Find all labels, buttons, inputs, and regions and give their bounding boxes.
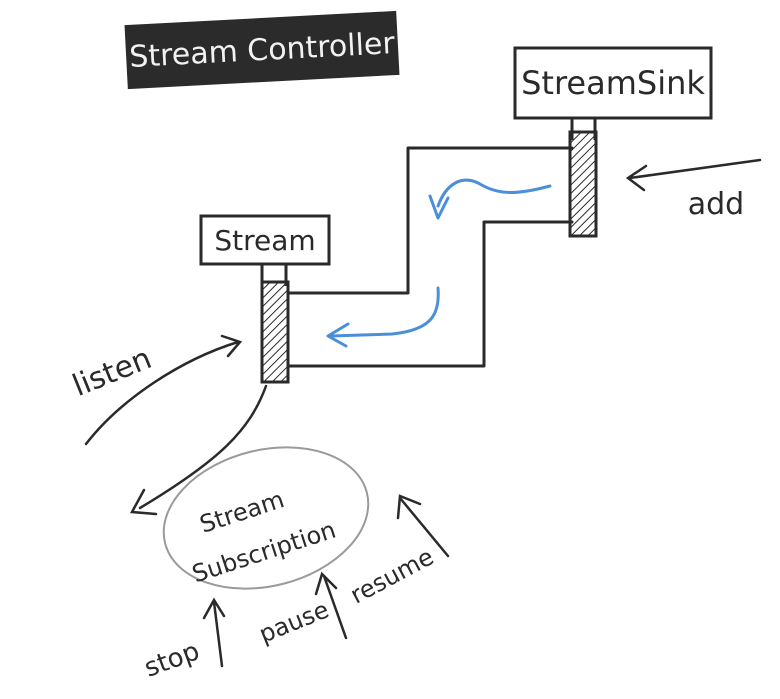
flow-arrow-lower-head (326, 322, 350, 348)
stream-sink-box (513, 46, 713, 120)
flow-arrow-upper-head (428, 194, 450, 220)
pipe-inner-wall (286, 220, 574, 368)
listen-arrow (84, 334, 243, 446)
title-block: Stream Controller (124, 10, 400, 90)
stop-label: stop (140, 636, 203, 683)
stream-subscription-node: Stream Subscription (162, 446, 370, 590)
subscription-arrow (129, 384, 268, 516)
resume-arrow (396, 494, 450, 558)
add-label: add (688, 187, 744, 222)
listen-label: listen (68, 341, 157, 404)
add-arrow (625, 158, 762, 192)
stop-arrow (202, 597, 226, 668)
stop-action: stop (140, 597, 226, 684)
listen-action: listen (68, 334, 243, 446)
flow-arrow-lower (328, 286, 440, 338)
stream-sink-label: StreamSink (521, 64, 705, 102)
stream-label: Stream (214, 224, 315, 257)
resume-action: resume (346, 494, 450, 610)
flow-arrows (326, 178, 552, 348)
add-action: add (625, 158, 762, 222)
resume-label: resume (346, 543, 439, 610)
title-background (124, 10, 400, 90)
stream-sink-hatched-port (568, 130, 598, 238)
pipe-outer-wall (286, 146, 574, 295)
pipe-channel (286, 146, 574, 368)
flow-arrow-upper (436, 178, 552, 208)
stream-hatched-port (260, 280, 290, 384)
pause-label: pause (255, 595, 333, 648)
pause-arrow (314, 571, 348, 640)
pause-action: pause (255, 571, 348, 649)
stream-node: Stream (199, 214, 331, 384)
stream-subscription-label-line1: Stream (196, 485, 287, 538)
stream-box (199, 214, 331, 266)
stream-subscription-ellipse (162, 446, 370, 590)
stream-sink-node: StreamSink (513, 46, 713, 238)
